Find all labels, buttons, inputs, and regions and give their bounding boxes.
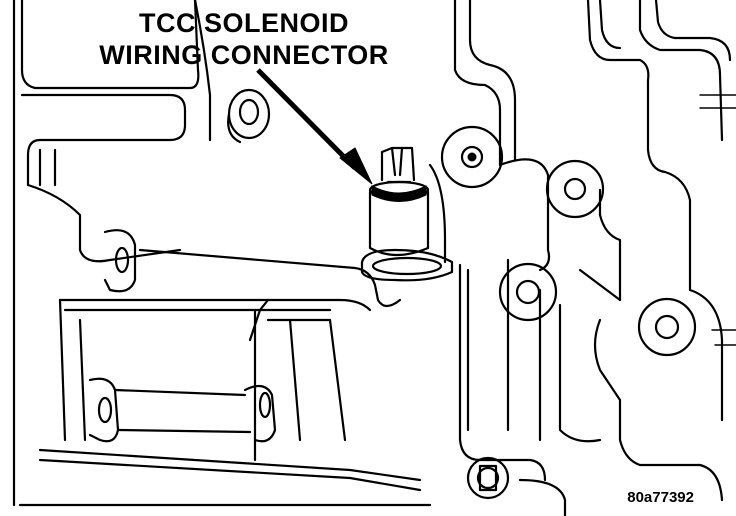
- bolt-far-right: [637, 297, 697, 357]
- bolt-right-middle: [498, 262, 558, 322]
- tcc-solenoid-connector: [368, 146, 430, 257]
- callout-label-line-1: TCC SOLENOID: [138, 8, 349, 38]
- bolt-upper-center: [440, 125, 504, 189]
- top-mounting-boss: [227, 88, 271, 144]
- housing-mid-body: [58, 248, 402, 442]
- bolt-right-upper: [545, 159, 605, 219]
- valve-body-right: [428, 0, 736, 516]
- bolt-bottom: [466, 456, 510, 500]
- lower-center-rib: [243, 298, 347, 462]
- upper-bracket: [20, 93, 187, 263]
- left-boss: [103, 229, 137, 293]
- solenoid-seat-ring: [360, 248, 454, 282]
- callout-label-line-2: WIRING CONNECTOR: [99, 40, 389, 70]
- figure-id-label: 80a77392: [627, 489, 694, 506]
- housing-left-wall: [12, 0, 212, 507]
- lower-left-rib: [88, 377, 252, 443]
- callout-arrow: [256, 68, 373, 185]
- housing-bottom-edge: [18, 448, 432, 507]
